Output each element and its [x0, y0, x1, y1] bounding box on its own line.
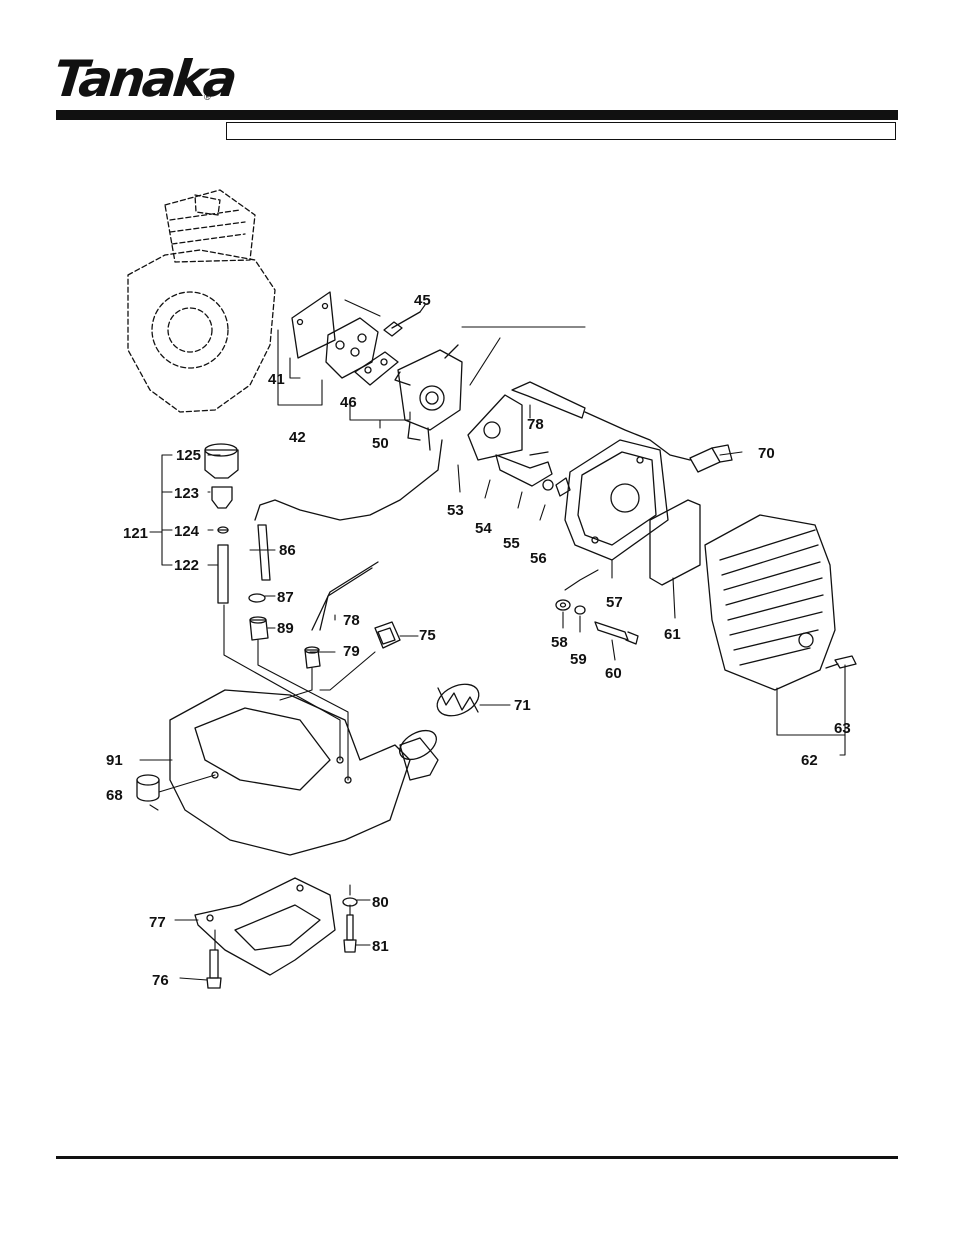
clip-87 [248, 593, 266, 603]
bolt-81 [343, 914, 357, 953]
washer-58 [555, 599, 571, 611]
check-valve-79 [304, 646, 321, 669]
air-cleaner-cover-62 [704, 514, 836, 691]
callout-78-lower: 78 [343, 612, 360, 629]
callout-45: 45 [414, 292, 431, 309]
callout-46: 46 [340, 394, 357, 411]
callout-80: 80 [372, 894, 389, 911]
callout-71: 71 [514, 697, 531, 714]
cushion-68 [136, 774, 160, 802]
callout-124: 124 [174, 523, 200, 540]
callout-57: 57 [606, 594, 623, 611]
fuel-hose-78-lower [311, 561, 379, 631]
callout-59: 59 [570, 651, 587, 668]
fuel-tank-91 [169, 689, 439, 856]
insulator-42 [325, 317, 379, 379]
callout-62: 62 [801, 752, 818, 769]
callout-58: 58 [551, 634, 568, 651]
washer-59 [574, 605, 586, 615]
callout-86: 86 [279, 542, 296, 559]
leader-lines [139, 299, 846, 981]
gasket-41 [291, 291, 336, 359]
callout-55: 55 [503, 535, 520, 552]
callout-123: 123 [174, 485, 199, 502]
tank-bracket-77 [194, 877, 336, 976]
callout-50: 50 [372, 435, 389, 452]
gasket-46 [354, 351, 399, 386]
plate-53 [467, 394, 523, 461]
header-bar [56, 110, 898, 120]
callout-121: 121 [123, 525, 148, 542]
bolt-60 [594, 621, 639, 645]
callout-91: 91 [106, 752, 123, 769]
callout-89: 89 [277, 620, 294, 637]
screw-63 [825, 655, 857, 669]
air-cleaner-case-57 [564, 439, 669, 561]
carburetor-50 [394, 344, 463, 451]
callout-81: 81 [372, 938, 389, 955]
callout-125: 125 [176, 447, 201, 464]
callout-54: 54 [475, 520, 492, 537]
callout-56: 56 [530, 550, 547, 567]
lever-54 [495, 451, 553, 487]
callout-70: 70 [758, 445, 775, 462]
fuel-cap-71 [436, 683, 480, 717]
fuel-hose-78-upper [511, 381, 691, 461]
callout-122: 122 [174, 557, 199, 574]
callout-61: 61 [664, 626, 681, 643]
callout-68: 68 [106, 787, 123, 804]
collar-56 [555, 477, 571, 497]
fuel-hose-86 [254, 439, 443, 581]
footer-rule [56, 1156, 898, 1159]
callout-77: 77 [149, 914, 166, 931]
callout-79: 79 [343, 643, 360, 660]
callout-60: 60 [605, 665, 622, 682]
registered-mark: ® [204, 92, 211, 102]
callout-41: 41 [268, 371, 285, 388]
air-filter-61 [649, 499, 701, 586]
bushing-75 [374, 621, 401, 649]
callout-78-upper: 78 [527, 416, 544, 433]
bolt-76 [206, 949, 222, 989]
primer-bulb-70 [689, 444, 733, 473]
callout-53: 53 [447, 502, 464, 519]
washer-55 [542, 479, 554, 491]
callout-87: 87 [277, 589, 294, 606]
callout-42: 42 [289, 429, 306, 446]
title-box [226, 122, 896, 140]
engine-crankcase [127, 189, 276, 413]
fuel-filter-assembly-121 [204, 443, 239, 604]
callout-63: 63 [834, 720, 851, 737]
callout-75: 75 [419, 627, 436, 644]
grommet-89 [249, 616, 269, 641]
bolt-45 [383, 311, 421, 337]
callout-76: 76 [152, 972, 169, 989]
